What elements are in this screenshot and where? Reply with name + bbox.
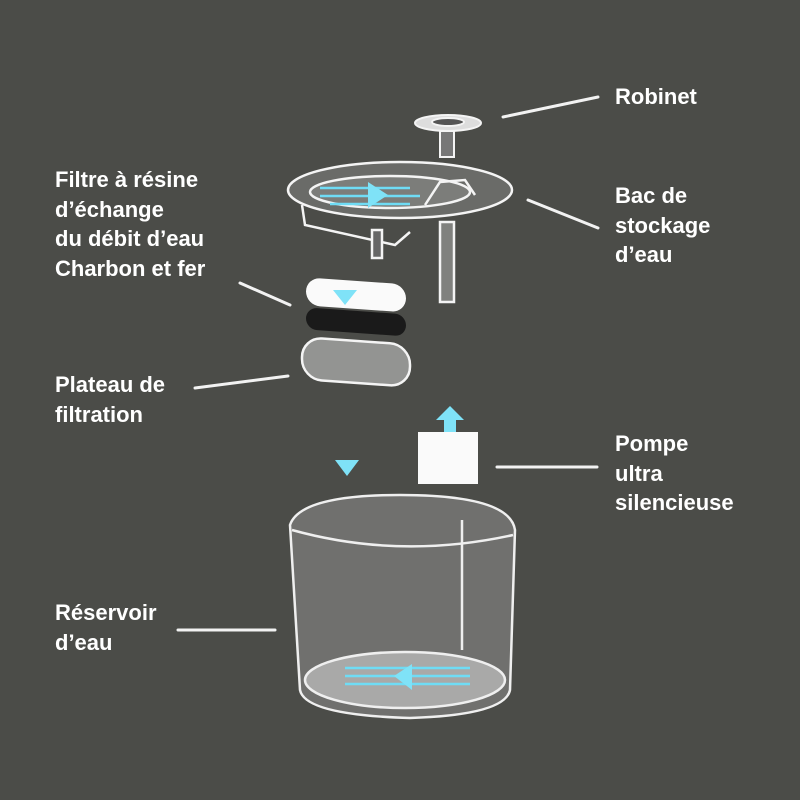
filter-media-part bbox=[300, 278, 412, 387]
label-line: du débit d’eau bbox=[55, 226, 205, 251]
leader-lines bbox=[176, 95, 600, 632]
label-plateau: Plateau de filtration bbox=[55, 370, 165, 429]
label-line: stockage bbox=[615, 212, 711, 238]
label-line: Plateau de bbox=[55, 372, 166, 397]
arrow-up-icon bbox=[436, 406, 464, 432]
label-line: d’eau bbox=[615, 242, 673, 267]
label-line: silencieuse bbox=[615, 490, 734, 515]
label-line: Réservoir bbox=[55, 600, 157, 625]
faucet-part bbox=[414, 114, 482, 158]
label-line: Bac de bbox=[615, 183, 688, 208]
pump-part bbox=[418, 432, 478, 484]
label-filtre: Filtre à résine d’échange du débit d’eau… bbox=[55, 165, 205, 283]
water-flow-lines bbox=[319, 85, 487, 590]
label-bac-stockage: Bac de stockage d’eau bbox=[615, 181, 710, 270]
label-line: Robinet bbox=[615, 84, 697, 109]
arrow-down-icon bbox=[333, 290, 357, 305]
label-line: Filtre à résine bbox=[55, 167, 199, 192]
arrow-left-icon bbox=[394, 664, 412, 690]
label-pompe: Pompe ultra silencieuse bbox=[615, 429, 734, 518]
label-line: d’échange bbox=[55, 196, 164, 222]
arrow-right-icon bbox=[368, 182, 388, 208]
label-line: ultra bbox=[615, 460, 663, 486]
label-line: d’eau bbox=[55, 629, 113, 655]
arrow-down-icon bbox=[335, 460, 359, 476]
label-reservoir: Réservoir d’eau bbox=[55, 598, 157, 657]
label-line: filtration bbox=[55, 401, 143, 427]
label-line: Charbon et fer bbox=[55, 255, 206, 281]
flow-arrows bbox=[333, 182, 464, 690]
label-robinet: Robinet bbox=[615, 82, 697, 112]
label-line: Pompe bbox=[615, 431, 689, 456]
